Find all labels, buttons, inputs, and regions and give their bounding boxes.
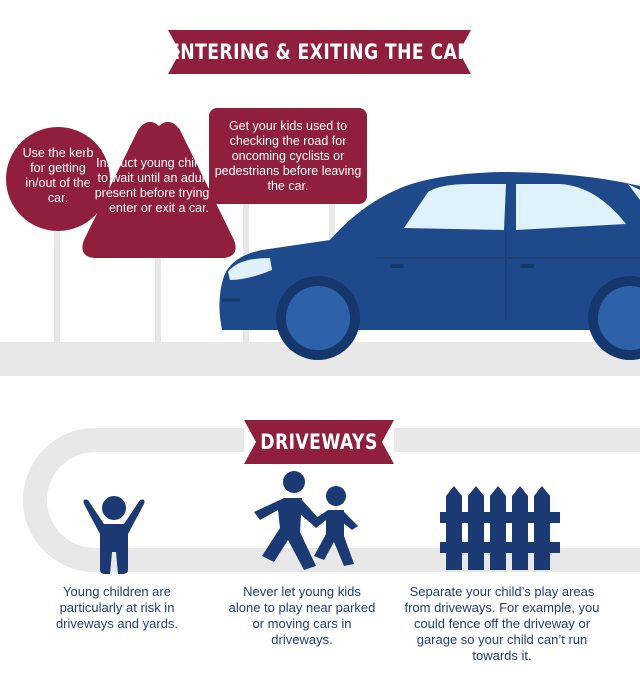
tip-caption: Young children are particularly at risk … xyxy=(55,584,179,631)
rectangle-sign-text: Get your kids used to checking the road … xyxy=(214,119,362,193)
tip-caption: Separate your child’s play areas from dr… xyxy=(404,584,600,663)
section-title: ENTERING & EXITING THE CAR xyxy=(168,40,471,64)
section-title: DRIVEWAYS xyxy=(260,430,378,454)
car-illustration xyxy=(219,172,640,360)
driveway-path xyxy=(23,428,640,572)
sign-pole xyxy=(54,225,60,345)
section-banner-driveways: DRIVEWAYS xyxy=(244,420,394,464)
circle-sign-text: Use the kerb for getting in/out of the c… xyxy=(22,146,94,205)
rectangle-sign xyxy=(209,108,367,204)
sign-pole xyxy=(155,255,161,345)
circle-sign xyxy=(6,127,110,231)
child-arms-raised-icon xyxy=(83,496,145,574)
tip-caption: Never let young kids alone to play near … xyxy=(228,584,376,647)
fence-icon xyxy=(440,486,560,570)
running-kids-icon xyxy=(254,471,358,570)
triangle-sign xyxy=(82,121,236,258)
section-banner-entering: ENTERING & EXITING THE CAR xyxy=(168,30,471,74)
triangle-sign-text: Instruct young children to wait until an… xyxy=(94,156,224,215)
